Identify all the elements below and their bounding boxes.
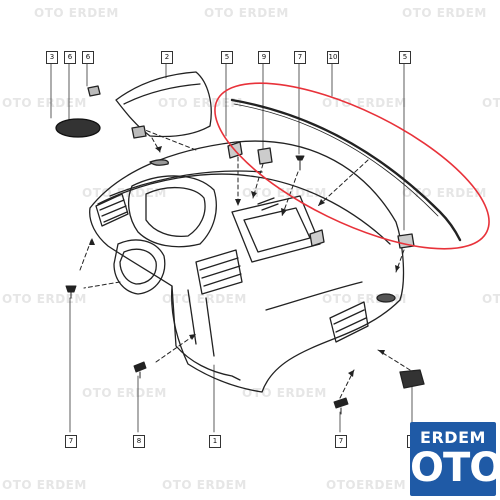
part-6-clip <box>131 125 147 139</box>
watermark: OTOERDEM <box>326 478 407 492</box>
callout-5: 5 <box>399 51 411 64</box>
callout-7: 7 <box>294 51 306 64</box>
part-2-cover <box>115 71 212 138</box>
part-7-screw <box>333 397 349 415</box>
watermark: OTO ERDEM <box>482 292 500 306</box>
callout-8: 8 <box>133 435 145 448</box>
logo-bottom-text: OTO <box>410 445 500 491</box>
callout-10: 10 <box>327 51 339 64</box>
callout-3: 3 <box>46 51 58 64</box>
part-3-grille <box>55 118 101 138</box>
watermark: OTO ERDEM <box>2 478 87 492</box>
callout-7: 7 <box>65 435 77 448</box>
arrow-heads <box>89 146 400 377</box>
callout-7: 7 <box>335 435 347 448</box>
watermark: OTO ERDEM <box>204 6 289 20</box>
watermark: OTO ERDEM <box>162 292 247 306</box>
leader-lines <box>50 62 413 433</box>
part-7-screw <box>295 155 305 171</box>
watermark: OTO ERDEM <box>158 96 243 110</box>
part-1-dashboard <box>89 140 405 393</box>
callout-1: 1 <box>209 435 221 448</box>
part-8-screw <box>133 361 147 379</box>
watermark: OTO ERDEM <box>482 96 500 110</box>
assembly-arrows <box>79 127 411 399</box>
part-9-clip <box>257 147 273 165</box>
watermark: OTO ERDEM <box>82 386 167 400</box>
callout-6: 6 <box>82 51 94 64</box>
part-7-screw <box>65 285 77 299</box>
logo-top-text: ERDEM <box>420 428 486 447</box>
callout-5: 5 <box>221 51 233 64</box>
callout-6: 6 <box>64 51 76 64</box>
watermark: OTO ERDEM <box>162 478 247 492</box>
watermark: OTO ERDEM <box>2 96 87 110</box>
part-6-clip <box>87 85 101 97</box>
callout-2: 2 <box>161 51 173 64</box>
watermark: OTO ERDEM <box>34 6 119 20</box>
part-4-socket <box>399 369 425 389</box>
highlight-ellipse <box>214 82 490 250</box>
watermark: OTO ERDEM <box>2 292 87 306</box>
watermark: OTO ERDEM <box>322 96 407 110</box>
watermark: OTO ERDEM <box>402 6 487 20</box>
callout-9: 9 <box>258 51 270 64</box>
part-10-trim-strip <box>230 98 462 242</box>
erdem-oto-logo: ERDEM OTO <box>410 422 500 496</box>
